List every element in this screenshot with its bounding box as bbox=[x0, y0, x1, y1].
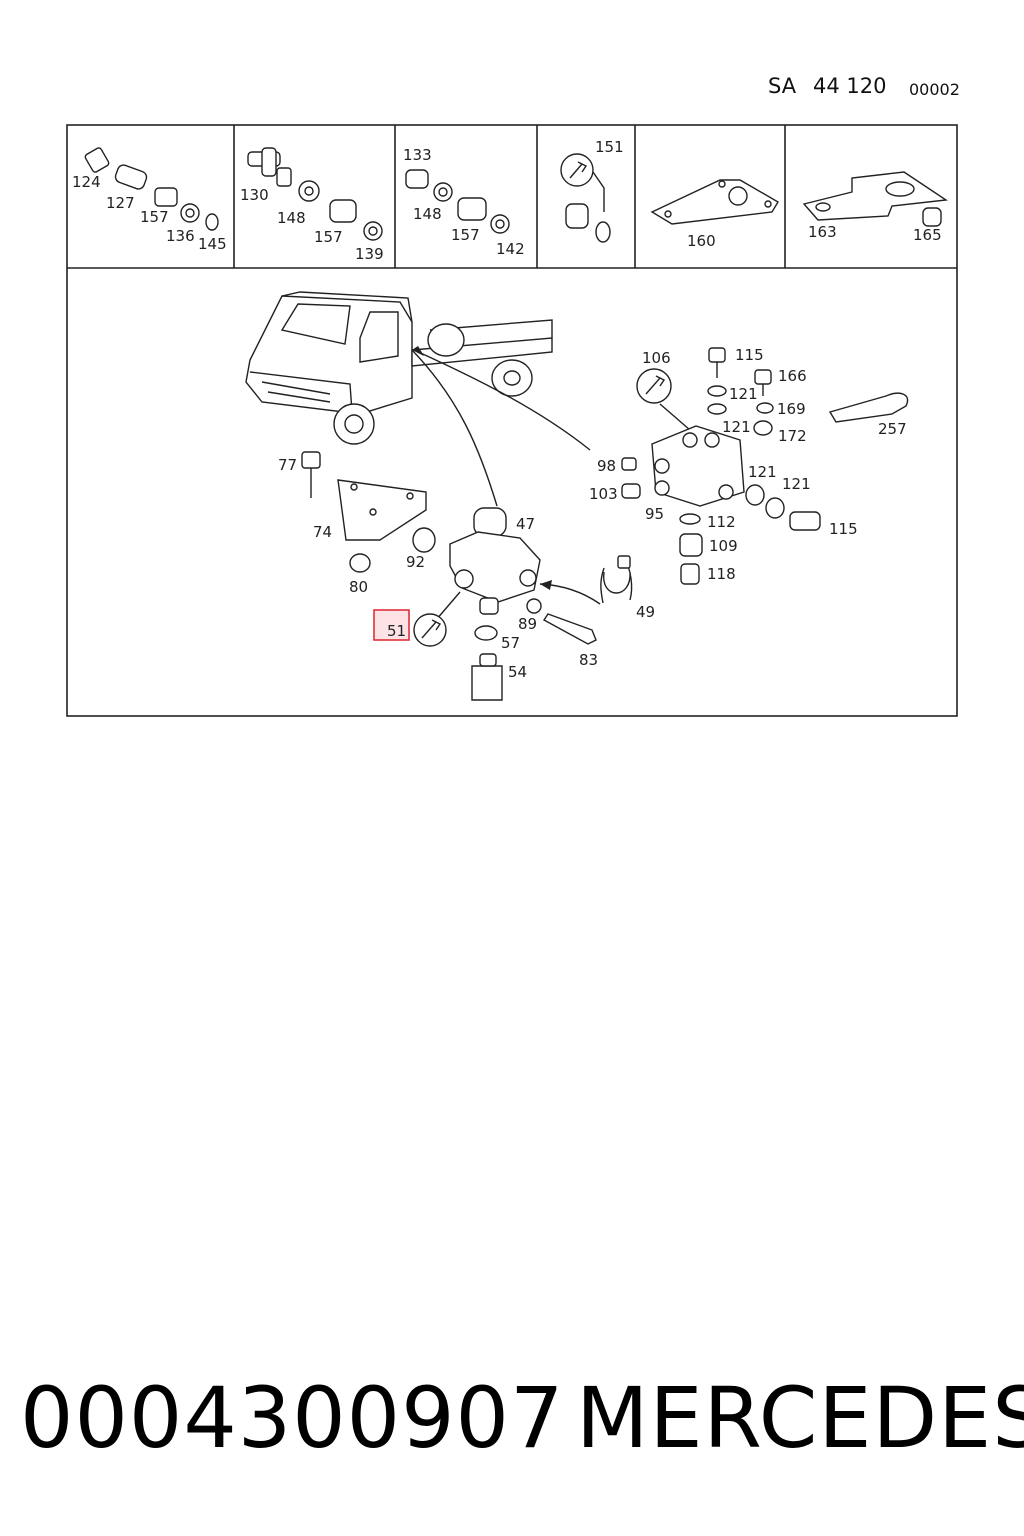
callout-130: 130 bbox=[240, 186, 269, 204]
callout-49: 49 bbox=[636, 603, 655, 621]
callout-77: 77 bbox=[278, 456, 297, 474]
callout-112: 112 bbox=[707, 513, 736, 531]
cell-1-parts bbox=[84, 147, 219, 231]
wrench-icon bbox=[636, 368, 672, 404]
callout-54: 54 bbox=[508, 663, 527, 681]
header-sa: SA bbox=[768, 74, 797, 98]
callout-74: 74 bbox=[313, 523, 332, 541]
callout-115: 115 bbox=[735, 346, 764, 364]
callout-121: 121 bbox=[729, 385, 758, 403]
callout-98: 98 bbox=[597, 457, 616, 475]
callout-103: 103 bbox=[589, 485, 618, 503]
callout-136: 136 bbox=[166, 227, 195, 245]
callout-139: 139 bbox=[355, 245, 384, 263]
callout-145: 145 bbox=[198, 235, 227, 253]
callout-118: 118 bbox=[707, 565, 736, 583]
header-group-number: 44 120 bbox=[813, 74, 887, 98]
callout-89: 89 bbox=[518, 615, 537, 633]
callout-166: 166 bbox=[778, 367, 807, 385]
callout-127: 127 bbox=[106, 194, 135, 212]
callout-148: 148 bbox=[413, 205, 442, 223]
callout-124: 124 bbox=[72, 173, 101, 191]
callout-133: 133 bbox=[403, 146, 432, 164]
callout-151: 151 bbox=[595, 138, 624, 156]
part-number: 0004300907 bbox=[20, 1369, 565, 1467]
callout-109: 109 bbox=[709, 537, 738, 555]
callout-148: 148 bbox=[277, 209, 306, 227]
callout-157: 157 bbox=[140, 208, 169, 226]
cell-2-parts bbox=[247, 147, 383, 241]
bracket-assembly bbox=[301, 451, 436, 573]
callout-92: 92 bbox=[406, 553, 425, 571]
arrow-line bbox=[413, 349, 591, 451]
callout-121: 121 bbox=[748, 463, 777, 481]
highlighted-callout-box bbox=[373, 609, 410, 641]
callout-157: 157 bbox=[314, 228, 343, 246]
protection-valve-assembly bbox=[621, 347, 909, 585]
callout-121: 121 bbox=[782, 475, 811, 493]
header-sheet-number: 00002 bbox=[909, 80, 960, 99]
callout-142: 142 bbox=[496, 240, 525, 258]
callout-57: 57 bbox=[501, 634, 520, 652]
cell-5-parts bbox=[650, 179, 779, 225]
callout-83: 83 bbox=[579, 651, 598, 669]
callout-80: 80 bbox=[349, 578, 368, 596]
callout-47: 47 bbox=[516, 515, 535, 533]
callout-106: 106 bbox=[642, 349, 671, 367]
callout-121: 121 bbox=[722, 418, 751, 436]
truck-illustration bbox=[245, 291, 553, 445]
callout-163: 163 bbox=[808, 223, 837, 241]
cell-4-parts bbox=[560, 153, 611, 243]
brand-name: MERCEDES bbox=[576, 1369, 1024, 1467]
diagram-frame bbox=[66, 124, 958, 717]
callout-257: 257 bbox=[878, 420, 907, 438]
callout-165: 165 bbox=[913, 226, 942, 244]
cell-3-parts bbox=[405, 169, 510, 234]
parts-diagram: 124 127 157 136 145 130 148 157 139 133 … bbox=[66, 124, 958, 717]
callout-172: 172 bbox=[778, 427, 807, 445]
arrow-head bbox=[412, 346, 424, 356]
wrench-icon bbox=[413, 613, 447, 647]
arrow-line bbox=[411, 349, 498, 507]
valve-assembly bbox=[413, 507, 633, 701]
callout-51-highlighted[interactable]: 51 bbox=[387, 622, 406, 640]
callout-95: 95 bbox=[645, 505, 664, 523]
callout-115: 115 bbox=[829, 520, 858, 538]
cell-6-parts bbox=[802, 171, 948, 227]
callout-160: 160 bbox=[687, 232, 716, 250]
callout-157: 157 bbox=[451, 226, 480, 244]
callout-169: 169 bbox=[777, 400, 806, 418]
